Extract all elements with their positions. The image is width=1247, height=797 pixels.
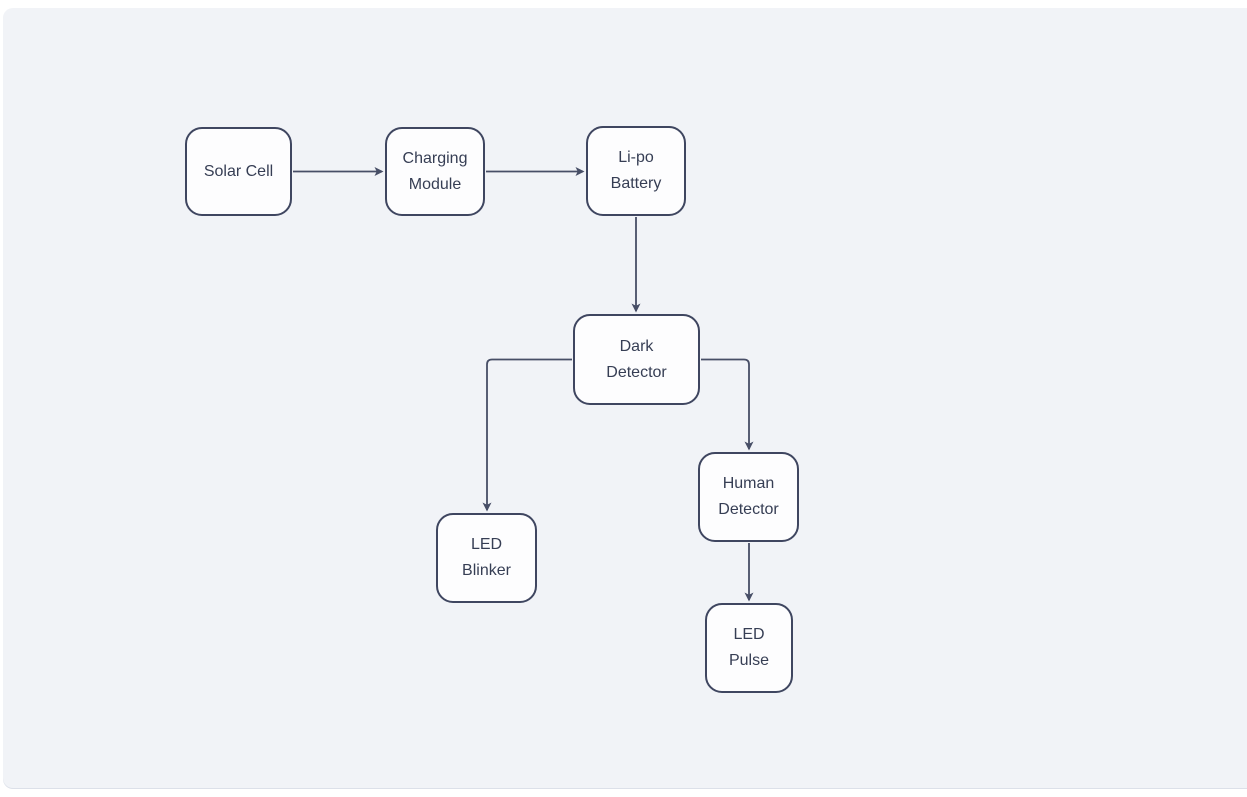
node-led-pulse: LED Pulse — [705, 603, 793, 693]
node-led-pulse-label: LED Pulse — [728, 626, 770, 669]
node-dark-detector-label: Dark Detector — [606, 337, 667, 381]
node-human-detector-label: Human Detector — [718, 475, 779, 518]
node-charging-module: Charging Module — [385, 127, 485, 216]
node-dark-detector: Dark Detector — [573, 314, 700, 405]
node-solar-cell: Solar Cell — [185, 127, 292, 216]
node-human-detector: Human Detector — [698, 452, 799, 542]
node-solar-cell-label: Solar Cell — [203, 162, 274, 180]
node-led-blinker-label: LED Blinker — [462, 536, 511, 579]
node-lipo-battery-label: Li-po Battery — [610, 149, 662, 192]
node-led-blinker: LED Blinker — [436, 513, 537, 603]
node-lipo-battery: Li-po Battery — [586, 126, 686, 216]
node-charging-module-label: Charging Module — [402, 149, 468, 193]
